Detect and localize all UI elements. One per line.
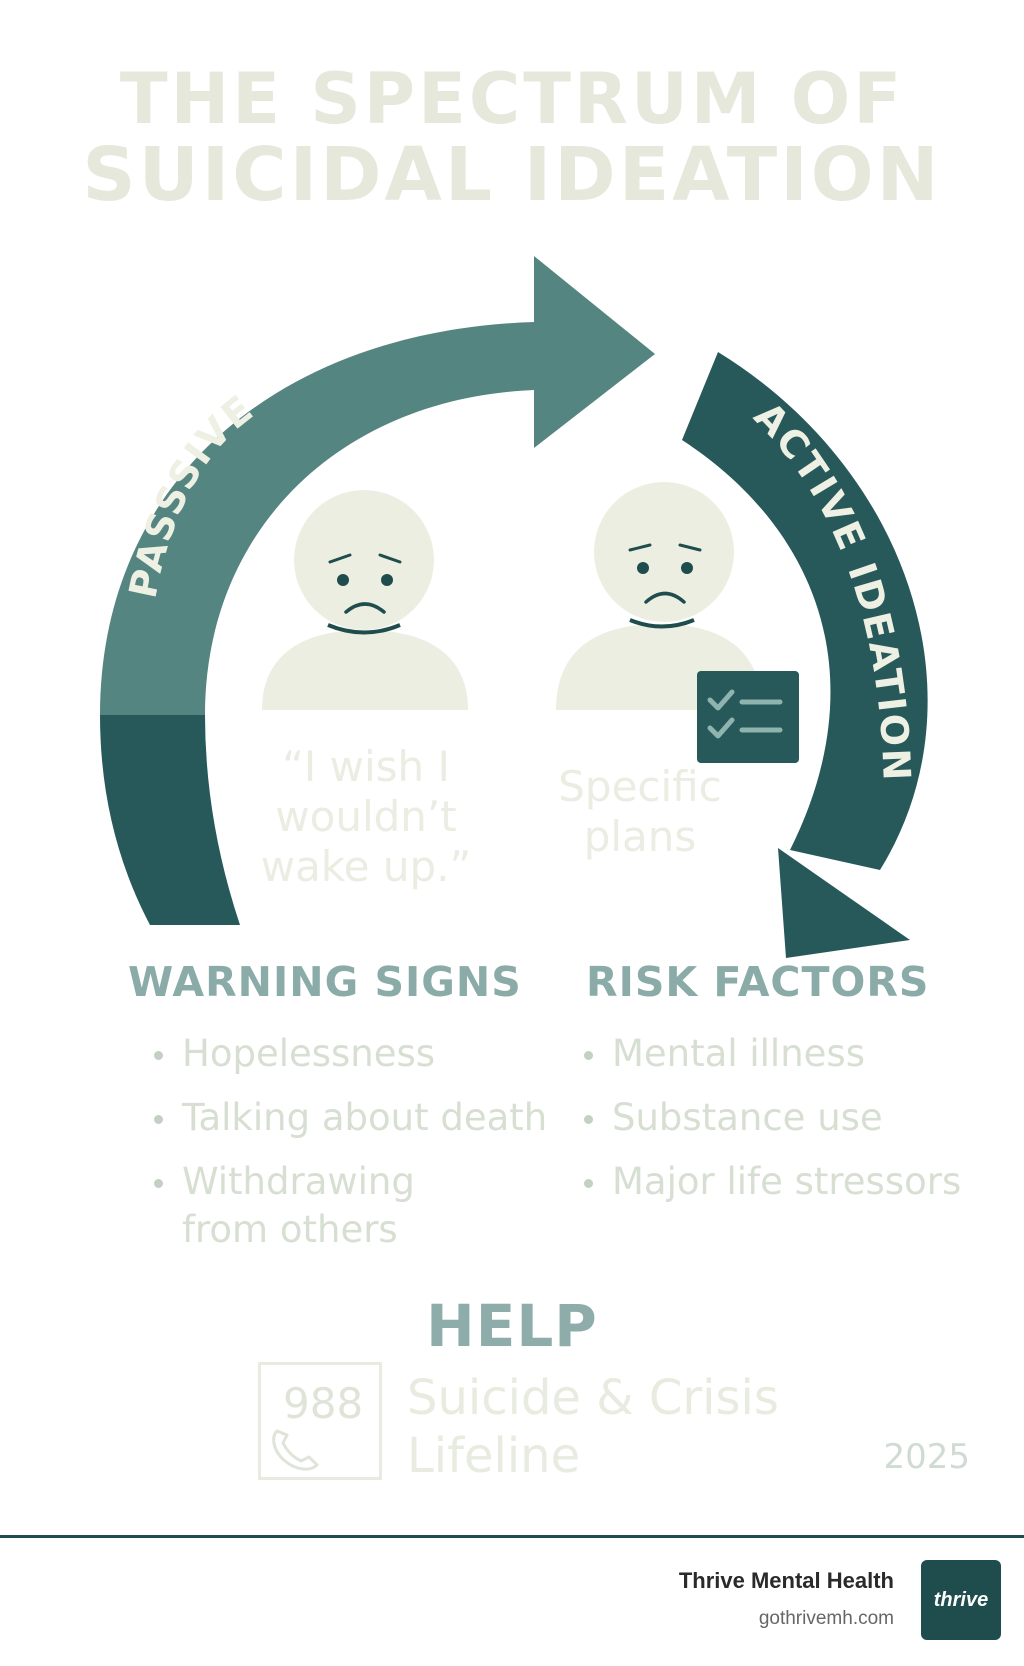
list-item: Major life stressors xyxy=(582,1158,961,1206)
spectrum-diagram: PASSSIVE ACTIVE IDEATION xyxy=(100,256,928,958)
active-arrow-body xyxy=(682,352,928,870)
passive-quote: “I wish I wouldn’t wake up.” xyxy=(246,742,486,892)
lifeline-name-line-1: Suicide & Crisis xyxy=(407,1370,779,1426)
risk-factors-list: Mental illness Substance use Major life … xyxy=(582,1030,961,1222)
organization-url[interactable]: gothrivemh.com xyxy=(758,1608,894,1629)
list-item: Substance use xyxy=(582,1094,961,1142)
help-heading: HELP xyxy=(426,1292,598,1360)
logo-text: thrive xyxy=(933,1588,989,1611)
lifeline-name-line-2: Lifeline xyxy=(407,1428,581,1484)
phone-icon xyxy=(272,1429,319,1471)
warning-signs-list: Hopelessness Talking about death Withdra… xyxy=(152,1030,547,1270)
year-label: 2025 xyxy=(883,1437,970,1477)
passive-arrow-head xyxy=(534,256,655,448)
caption-line: Specific xyxy=(558,762,722,811)
active-arrow-head xyxy=(778,848,910,958)
sad-person-left xyxy=(262,490,468,710)
lifeline-number-box: 988 xyxy=(258,1362,382,1480)
passive-arrow-body xyxy=(100,322,534,715)
thrive-logo: thrive xyxy=(921,1560,1001,1640)
list-item: Mental illness xyxy=(582,1030,961,1078)
caption-line: plans xyxy=(583,812,697,861)
list-item: Talking about death xyxy=(152,1094,547,1142)
title-line-2: SUICIDAL IDEATION xyxy=(82,132,942,218)
footer-divider xyxy=(0,1535,1024,1538)
list-item: Hopelessness xyxy=(152,1030,547,1078)
quote-line: wake up.” xyxy=(260,842,472,891)
list-item: Withdrawing from others xyxy=(152,1158,547,1254)
risk-factors-heading: RISK FACTORS xyxy=(586,958,930,1006)
quote-line: “I wish I xyxy=(282,742,450,791)
lifeline-number: 988 xyxy=(283,1379,364,1428)
checklist-icon xyxy=(697,671,799,763)
title-line-1: THE SPECTRUM OF xyxy=(119,58,905,140)
quote-line: wouldn’t xyxy=(275,792,457,841)
active-caption: Specific plans xyxy=(540,762,740,862)
passive-arrow-lower xyxy=(100,715,240,925)
warning-signs-heading: WARNING SIGNS xyxy=(128,958,522,1006)
organization-name: Thrive Mental Health xyxy=(678,1568,894,1593)
